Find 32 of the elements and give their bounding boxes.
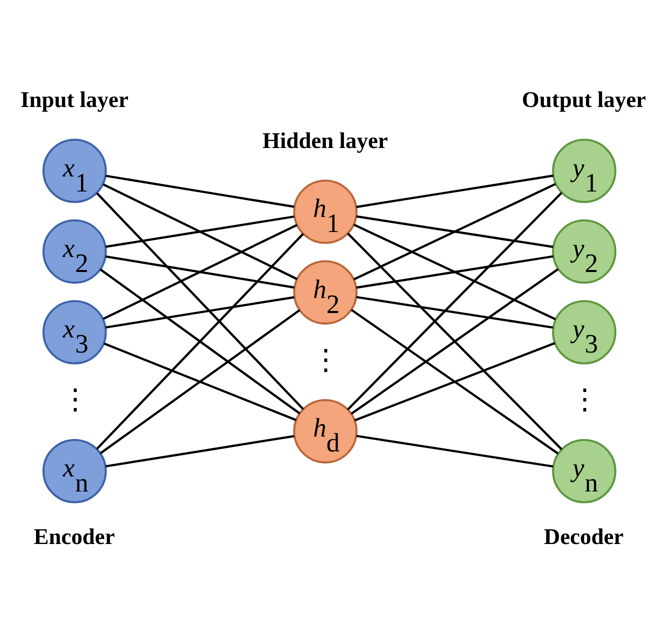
connector [356, 174, 554, 208]
connector [350, 268, 559, 415]
connector [96, 233, 304, 450]
connector [100, 268, 300, 414]
connector [102, 183, 298, 280]
connector [347, 192, 562, 410]
connector [356, 215, 554, 248]
connector [105, 215, 294, 248]
connector [354, 342, 556, 422]
connector [356, 296, 554, 329]
connector [356, 255, 554, 289]
label: ⋮ [312, 344, 341, 376]
connector [105, 435, 294, 468]
connector [104, 342, 297, 422]
connector [96, 192, 304, 410]
label: Decoder [544, 524, 624, 550]
connector [105, 174, 294, 208]
label: ⋮ [570, 384, 600, 416]
connector [350, 308, 559, 454]
connector [105, 296, 294, 329]
connector [105, 255, 294, 289]
label: Encoder [34, 524, 115, 550]
label: Output layer [522, 87, 646, 112]
label: Input layer [20, 87, 128, 112]
connector [356, 434, 554, 468]
connector [347, 232, 562, 450]
label: ⋮ [60, 384, 90, 416]
connector [353, 182, 556, 280]
connector [102, 224, 298, 320]
label: Hidden layer [262, 128, 388, 154]
connector [353, 224, 556, 320]
connector [100, 309, 300, 454]
